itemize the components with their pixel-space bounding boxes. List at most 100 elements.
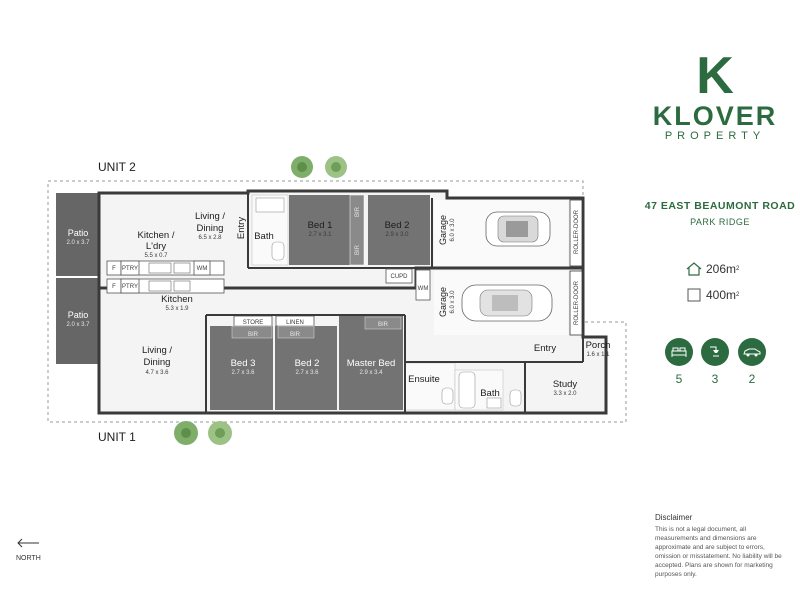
porch-name: Porch bbox=[586, 340, 611, 351]
bath-count: 3 bbox=[711, 372, 719, 386]
pantry-top-label: PTRY bbox=[122, 266, 138, 272]
bed-2-bottom-dim: 2.7 x 3.6 bbox=[295, 370, 319, 376]
living-bottom-dim: 4.7 x 3.6 bbox=[145, 370, 169, 376]
bed-1-dim: 2.7 x 3.1 bbox=[308, 232, 332, 238]
address-block: 47 EAST BEAUMONT ROAD PARK RIDGE bbox=[640, 200, 800, 227]
address-suburb: PARK RIDGE bbox=[690, 217, 750, 227]
bed-2-bottom-bir: BIR bbox=[290, 332, 301, 338]
house-icon bbox=[686, 262, 702, 276]
shower-icon bbox=[701, 338, 729, 366]
car-bottom bbox=[461, 284, 553, 322]
study-name: Study bbox=[553, 379, 578, 390]
roller-door-top-label: ROLLER-DOOR bbox=[574, 209, 580, 254]
house-area-unit: 2 bbox=[736, 266, 740, 272]
house-area-value: 206m bbox=[706, 262, 737, 276]
living-bottom-name-1: Living / bbox=[142, 345, 172, 356]
garage-bottom-dim: 6.0 x 3.0 bbox=[450, 290, 456, 314]
bed-1-room bbox=[289, 195, 350, 265]
patio-top bbox=[56, 193, 100, 276]
entry-top-name: Entry bbox=[236, 217, 247, 239]
living-top-dim: 6.5 x 2.8 bbox=[198, 235, 222, 241]
bed-2-top-dim: 2.9 x 3.0 bbox=[385, 232, 409, 238]
kitchen-top-dim: 5.5 x 0.7 bbox=[144, 253, 168, 259]
garage-top-dim: 6.0 x 3.0 bbox=[450, 218, 456, 242]
floor-plan: UNIT 2 UNIT 1 Patio 2.0 x 3.7 Patio 2.0 … bbox=[47, 156, 627, 445]
store-label: STORE bbox=[243, 320, 264, 326]
wm-top-label: WM bbox=[197, 266, 208, 272]
disclaimer-body: This is not a legal document, all measur… bbox=[655, 526, 782, 578]
land-area-value: 400m bbox=[706, 288, 737, 302]
wm-garage-box bbox=[415, 269, 431, 301]
bed-2-top-name: Bed 2 bbox=[385, 220, 410, 231]
kitchen-top-name-2: L'dry bbox=[146, 241, 167, 252]
bed-count: 5 bbox=[675, 372, 683, 386]
disclaimer: Disclaimer This is not a legal document,… bbox=[655, 513, 785, 579]
patio-bottom-dim: 2.0 x 3.7 bbox=[66, 322, 90, 328]
bed-2-top-room bbox=[368, 195, 430, 265]
patio-top-name: Patio bbox=[68, 228, 89, 238]
brand-sub: PROPERTY bbox=[664, 130, 766, 142]
brand-logo: K KLOVER PROPERTY bbox=[640, 50, 790, 142]
land-icon bbox=[687, 288, 701, 302]
bed-2-bottom-robe bbox=[277, 325, 315, 339]
kitchen-top-name-1: Kitchen / bbox=[138, 230, 175, 241]
bed-1-bir-upper: BIR bbox=[355, 206, 361, 217]
bath-bottom-name: Bath bbox=[480, 388, 500, 399]
tree-bottom-left bbox=[174, 421, 198, 445]
unit-1-label: UNIT 1 bbox=[98, 430, 136, 444]
master-robe bbox=[364, 316, 402, 330]
bed-3-room bbox=[210, 326, 273, 410]
bath-top-tub bbox=[255, 197, 285, 213]
tree-bottom-right bbox=[208, 421, 232, 445]
master-name: Master Bed bbox=[347, 358, 396, 369]
patio-bottom bbox=[56, 278, 100, 364]
linen-label: LINEN bbox=[286, 320, 304, 326]
garage-bottom-name: Garage bbox=[438, 287, 448, 317]
bed-2-bottom-room bbox=[275, 326, 337, 410]
bed-3-robe bbox=[231, 325, 273, 339]
roller-door-bottom-strip bbox=[569, 270, 583, 336]
porch-dim: 1.6 x 1.1 bbox=[586, 352, 610, 358]
tree-top-right bbox=[325, 156, 347, 178]
car-count: 2 bbox=[748, 372, 756, 386]
bed-icon bbox=[665, 338, 693, 366]
bed-3-bir: BIR bbox=[248, 332, 259, 338]
roller-door-top-strip bbox=[569, 199, 583, 267]
bath-top-name: Bath bbox=[254, 231, 274, 242]
bath-top-toilet bbox=[271, 241, 285, 261]
fridge-bottom-label: F bbox=[112, 284, 116, 290]
bed-1-bir-lower: BIR bbox=[355, 244, 361, 255]
tree-top-left bbox=[291, 156, 313, 178]
address-street: 47 EAST BEAUMONT ROAD bbox=[644, 200, 796, 212]
arrow-left-icon bbox=[17, 538, 39, 548]
study-dim: 3.3 x 2.0 bbox=[553, 391, 577, 397]
patio-bottom-name: Patio bbox=[68, 310, 89, 320]
bed-2-bottom-name: Bed 2 bbox=[295, 358, 320, 369]
north-label: NORTH bbox=[16, 555, 41, 562]
brand-name: KLOVER bbox=[652, 101, 778, 131]
entry-bottom-name: Entry bbox=[534, 343, 556, 354]
living-top-name-1: Living / bbox=[195, 211, 225, 222]
disclaimer-title: Disclaimer bbox=[655, 513, 693, 522]
cupd-label: CUPD bbox=[390, 274, 408, 280]
north-indicator: NORTH bbox=[16, 535, 46, 562]
kitchen-bottom-name: Kitchen bbox=[161, 294, 193, 305]
lot-boundary bbox=[47, 180, 627, 423]
car-icon bbox=[738, 338, 766, 366]
wm-garage-label: WM bbox=[418, 286, 429, 292]
bed-1-name: Bed 1 bbox=[308, 220, 333, 231]
garage-top-name: Garage bbox=[438, 215, 448, 245]
kitchen-bottom-dim: 5.3 x 1.9 bbox=[165, 306, 189, 312]
living-bottom-name-2: Dining bbox=[144, 357, 171, 368]
master-bed-room bbox=[339, 315, 403, 410]
pantry-bottom-label: PTRY bbox=[122, 284, 138, 290]
master-dim: 2.9 x 3.4 bbox=[359, 370, 383, 376]
bed-3-dim: 2.7 x 3.6 bbox=[231, 370, 255, 376]
master-bir: BIR bbox=[378, 322, 389, 328]
ensuite-name: Ensuite bbox=[408, 374, 440, 385]
cupboard-box bbox=[385, 268, 413, 284]
bed-3-name: Bed 3 bbox=[231, 358, 256, 369]
living-top-name-2: Dining bbox=[197, 223, 224, 234]
